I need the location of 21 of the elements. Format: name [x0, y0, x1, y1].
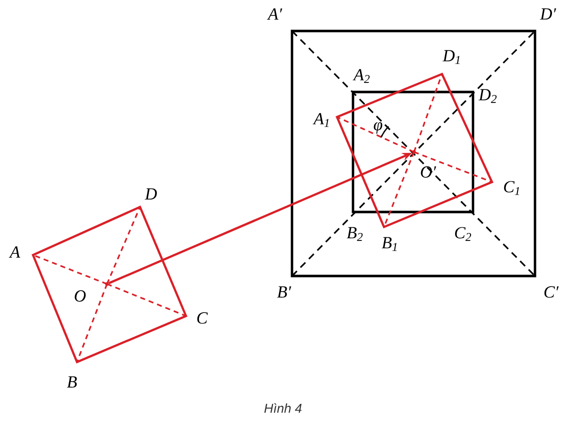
point [412, 150, 416, 154]
point-label: O [74, 290, 86, 302]
point-label: B [67, 376, 77, 388]
point-label: B$_{2}$ [346, 227, 363, 241]
point-label: D$_{2}$ [478, 89, 497, 103]
point-label: D [144, 188, 157, 200]
point-label: A$_{1}$ [312, 113, 329, 127]
point-label: D$_{1}$ [442, 50, 460, 64]
point-label: C [197, 312, 208, 324]
point-label: D′ [540, 8, 556, 20]
point-label: A′ [267, 8, 282, 20]
point-label: B′ [277, 286, 292, 298]
point-label: C′ [544, 286, 559, 298]
caption: Hình 4 [264, 403, 302, 413]
point-label: C$_{2}$ [455, 227, 472, 241]
point-label: A [8, 246, 20, 258]
point-label: φ [374, 122, 382, 134]
point-label: A$_{2}$ [352, 69, 370, 83]
point-label: C$_{1}$ [504, 181, 520, 195]
point-label: B$_{1}$ [382, 237, 397, 251]
point [105, 282, 109, 286]
